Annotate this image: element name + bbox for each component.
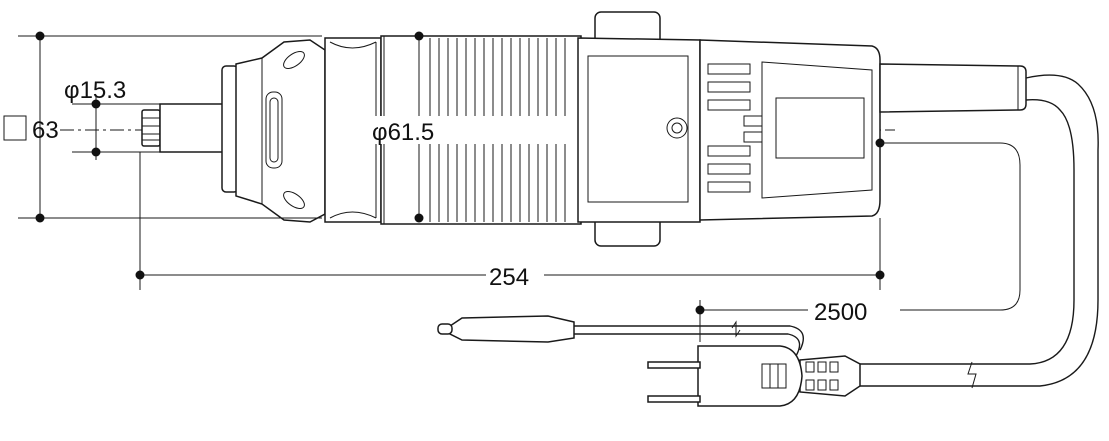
cord-length-label: 2500 [814, 299, 867, 326]
vent-slot [707, 163, 751, 175]
rear-housing [699, 39, 881, 221]
middle-body [577, 37, 701, 223]
vent-slot [707, 145, 751, 157]
ground-lead [437, 315, 804, 357]
spindle-shaft [159, 103, 229, 153]
vent-slot [707, 99, 751, 111]
dim-cord-length: 2500 [695, 138, 1021, 342]
grip-ribs [429, 38, 566, 222]
vent-slot [707, 181, 751, 193]
square-size-label: 63 [32, 117, 59, 144]
tool-body [141, 11, 1027, 247]
head-housing [235, 39, 326, 223]
power-cord [860, 74, 1099, 389]
vent-slot [707, 81, 751, 93]
square-symbol [3, 115, 27, 141]
vent-slot [707, 63, 751, 75]
collet-diameter-label: φ15.3 [64, 77, 126, 104]
vent-slot [743, 131, 763, 143]
dim-square: 63 [3, 31, 322, 223]
plug-body [697, 345, 803, 407]
vent-slots [707, 63, 763, 193]
plug-boot [799, 355, 861, 397]
dim-overall-length: 254 [135, 152, 885, 291]
plug-prongs [647, 361, 701, 403]
cord-boot [879, 63, 1027, 113]
dim-collet-diameter: φ15.3 [64, 77, 160, 160]
dim-body-diameter: φ61.5 [370, 31, 466, 223]
overall-length-label: 254 [489, 264, 529, 291]
vent-slot [743, 115, 763, 127]
collet-nut [141, 109, 161, 147]
body-diameter-label: φ61.5 [372, 119, 434, 146]
